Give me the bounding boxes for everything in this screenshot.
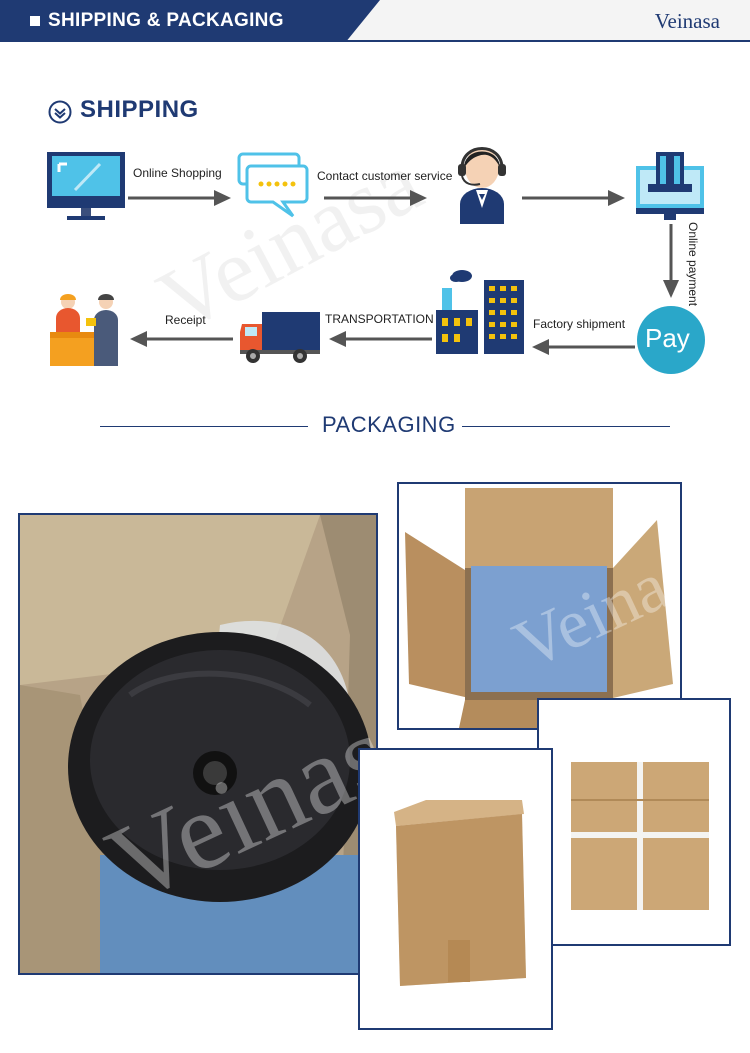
step-label-contact-service: Contact customer service: [317, 169, 453, 183]
step-label-transportation: TRANSPORTATION: [325, 312, 434, 326]
header-banner: SHIPPING & PACKAGING Veinasa: [0, 0, 750, 42]
chevron-down-circle-icon: [48, 100, 72, 124]
chat-bubbles-icon: [237, 152, 309, 218]
photo-open-box: Veinasa: [397, 482, 682, 730]
step-label-factory-shipment: Factory shipment: [533, 317, 626, 331]
brand-name: Veinasa: [654, 9, 720, 33]
receipt-delivery-people-icon: [50, 294, 118, 366]
arrow-right-icon: [324, 190, 427, 206]
delivery-truck-icon: [240, 312, 320, 363]
shipping-title: SHIPPING: [80, 96, 199, 123]
packaging-title: PACKAGING: [322, 412, 456, 437]
bullet-square-icon: [30, 16, 40, 26]
customer-service-agent-icon: [458, 147, 506, 224]
arrow-down-icon: [663, 224, 679, 298]
payment-terminal-icon: [636, 152, 704, 220]
photo-closed-box: [358, 748, 553, 1030]
arrow-left-icon: [329, 331, 432, 347]
header-divider: [0, 40, 750, 42]
step-label-receipt: Receipt: [165, 313, 206, 327]
factory-building-icon: [436, 270, 524, 354]
arrow-right-icon: [128, 190, 231, 206]
photo-lamp-in-box: Veinasa: [18, 513, 378, 975]
header-title-panel: [0, 0, 380, 42]
pay-label: Pay: [645, 323, 690, 353]
arrow-left-icon: [532, 339, 635, 355]
step-label-online-payment: Online payment: [686, 222, 700, 307]
step-label-online-shopping: Online Shopping: [133, 166, 222, 180]
header-title: SHIPPING & PACKAGING: [48, 10, 284, 31]
pay-circle-icon: [637, 306, 705, 374]
packaging-divider-right: [462, 426, 670, 427]
photo-strapped-box: [537, 698, 731, 946]
computer-monitor-icon: [47, 152, 125, 220]
arrow-left-icon: [130, 331, 233, 347]
arrow-right-icon: [522, 190, 625, 206]
packaging-divider-left: [100, 426, 308, 427]
